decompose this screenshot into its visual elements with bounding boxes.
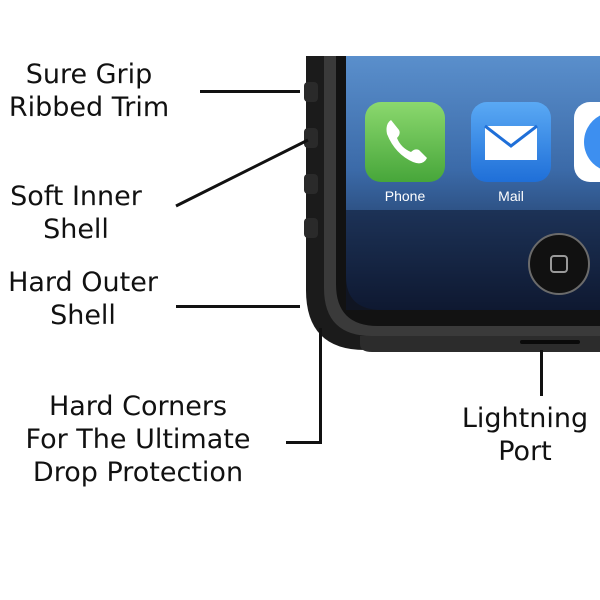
- leader-hard-corners-vertical: [319, 328, 322, 444]
- leader-lightning-port: [540, 350, 543, 396]
- callout-hard-outer-shell: Hard Outer Shell: [0, 266, 166, 332]
- callout-soft-inner-shell: Soft Inner Shell: [0, 180, 152, 246]
- mail-app-icon: [471, 102, 551, 182]
- leader-hard-corners-horizontal: [286, 441, 322, 444]
- home-button[interactable]: [528, 233, 590, 295]
- callout-hard-corners: Hard Corners For The Ultimate Drop Prote…: [12, 390, 264, 489]
- callout-ribbed-trim-line1: Sure Grip: [25, 59, 153, 90]
- callout-lightning-port-line2: Port: [498, 436, 552, 467]
- callout-hard-outer-line2: Shell: [50, 300, 116, 331]
- callout-soft-inner-line2: Shell: [43, 214, 109, 245]
- safari-app-icon: [574, 102, 600, 182]
- callout-hard-corners-line2: For The Ultimate: [25, 424, 251, 455]
- leader-ribbed-trim: [200, 90, 300, 93]
- callout-soft-inner-line1: Soft Inner: [10, 181, 142, 212]
- callout-hard-corners-line3: Drop Protection: [32, 457, 244, 488]
- callout-ribbed-trim-line2: Ribbed Trim: [8, 92, 170, 123]
- callout-ribbed-trim: Sure Grip Ribbed Trim: [0, 58, 178, 124]
- ribbed-trim: [304, 82, 318, 102]
- callout-lightning-port: Lightning Port: [450, 402, 600, 468]
- phone-app[interactable]: Phone: [362, 102, 448, 212]
- phone-app-icon: [365, 102, 445, 182]
- mail-app[interactable]: Mail: [468, 102, 554, 212]
- leader-hard-outer-shell: [176, 305, 300, 308]
- phone-app-label: Phone: [384, 188, 426, 204]
- safari-app[interactable]: [574, 102, 600, 212]
- callout-lightning-port-line1: Lightning: [461, 403, 589, 434]
- mail-app-label: Mail: [498, 188, 524, 204]
- callout-hard-corners-line1: Hard Corners: [48, 391, 228, 422]
- callout-hard-outer-line1: Hard Outer: [8, 267, 158, 298]
- home-button-icon: [550, 255, 568, 273]
